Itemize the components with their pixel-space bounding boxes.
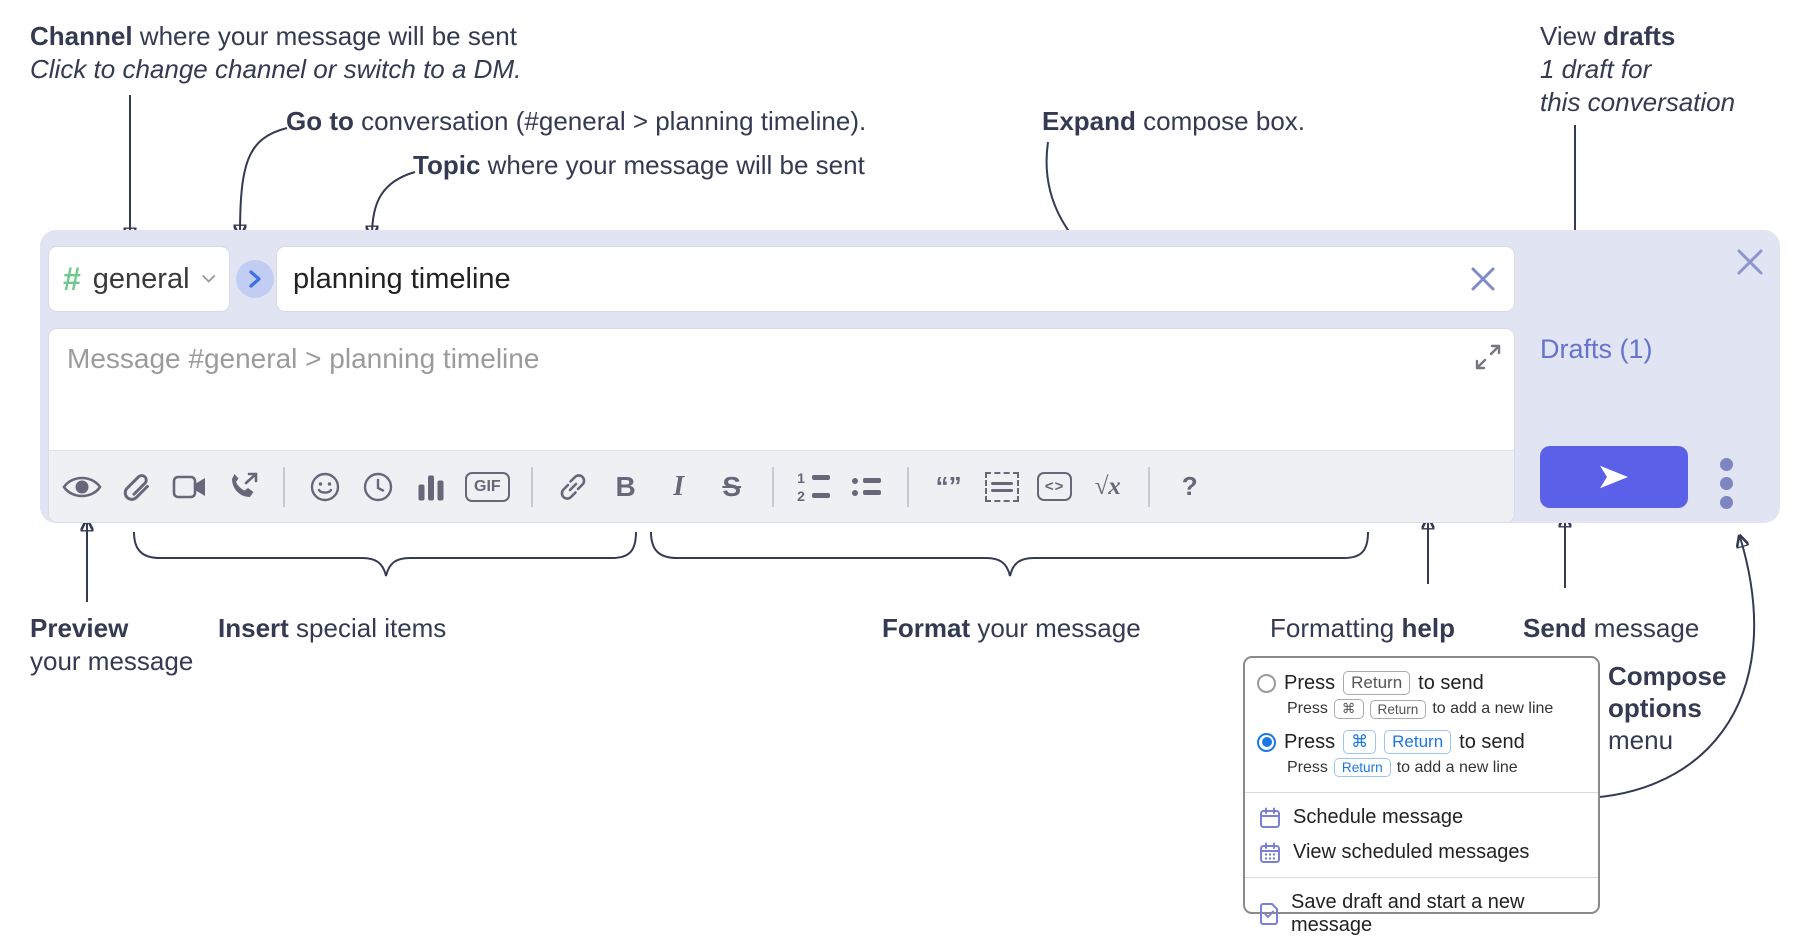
annotation-goto: Go to conversation (#general > planning … <box>286 106 867 136</box>
menu-item-save-draft[interactable]: Save draft and start a new message <box>1245 885 1598 943</box>
italic-icon[interactable]: I <box>673 470 685 502</box>
message-placeholder: Message #general > planning timeline <box>67 343 540 374</box>
topic-input[interactable] <box>277 262 1466 296</box>
close-compose-icon[interactable] <box>1734 246 1766 278</box>
toolbar-divider <box>771 466 774 507</box>
preview-icon[interactable] <box>61 464 103 510</box>
return-key: Return <box>1384 730 1452 754</box>
calendar-icon <box>1260 807 1280 828</box>
return-key: Return <box>1343 671 1411 695</box>
clear-topic-icon[interactable] <box>1466 262 1500 296</box>
emoji-icon[interactable] <box>306 464 344 510</box>
channel-name: general <box>92 262 190 295</box>
annotation-preview: Preview your message <box>30 613 194 676</box>
return-key: Return <box>1369 699 1427 719</box>
annotation-topic: Topic where your message will be sent <box>413 150 865 180</box>
time-icon[interactable] <box>359 464 397 510</box>
go-to-conversation-button[interactable] <box>236 260 274 298</box>
popup-divider <box>1245 792 1598 793</box>
menu-item-view-scheduled[interactable]: View scheduled messages <box>1245 835 1598 870</box>
annotation-expand: Expand compose box. <box>1042 106 1306 136</box>
calendar-grid-icon <box>1260 842 1280 863</box>
chevron-right-icon <box>249 270 261 288</box>
topic-field <box>276 246 1515 312</box>
cmd-key: ⌘ <box>1343 730 1377 754</box>
poll-icon[interactable] <box>412 464 450 510</box>
annotation-insert: Insert special items <box>218 613 447 643</box>
math-icon[interactable]: √x <box>1094 472 1121 500</box>
draft-check-icon <box>1260 903 1278 925</box>
drafts-link[interactable]: Drafts (1) <box>1540 334 1653 364</box>
link-icon[interactable] <box>554 464 592 510</box>
brace-format <box>650 531 1369 577</box>
expand-compose-icon[interactable] <box>1474 343 1502 371</box>
annotation-compose-options: Compose options menu <box>1608 661 1727 755</box>
message-formatting-help-icon[interactable]: ? <box>1181 471 1198 501</box>
channel-selector[interactable]: # general <box>48 246 230 312</box>
message-box[interactable]: Message #general > planning timeline <box>48 328 1515 523</box>
video-call-icon[interactable] <box>171 464 209 510</box>
toolbar-divider <box>1147 466 1150 507</box>
toolbar-divider <box>906 466 909 507</box>
bulleted-list-icon[interactable] <box>848 464 886 510</box>
connector-topic <box>372 171 416 236</box>
send-icon <box>1600 465 1628 489</box>
return-key: Return <box>1333 758 1391 777</box>
annotation-drafts: View drafts 1 draft for this conversatio… <box>1540 21 1736 117</box>
send-button[interactable] <box>1540 446 1688 508</box>
send-option-cmd-return[interactable]: Press ⌘ Return to send Press Return to a… <box>1245 727 1598 785</box>
bold-icon[interactable]: B <box>615 470 636 502</box>
brace-insert <box>133 531 637 577</box>
strikethrough-icon[interactable]: S <box>722 470 742 502</box>
compose-options-popup: Press Return to send Press ⌘ Return to a… <box>1243 656 1600 936</box>
annotation-formatting-help: Formatting help <box>1270 613 1455 643</box>
popup-divider <box>1245 877 1598 878</box>
menu-item-schedule-message[interactable]: Schedule message <box>1245 800 1598 835</box>
radio-unselected[interactable] <box>1257 673 1276 693</box>
toolbar-divider <box>283 466 285 507</box>
cmd-key: ⌘ <box>1333 699 1364 719</box>
compose-options-menu-button[interactable] <box>1720 458 1733 509</box>
quote-icon[interactable]: “” <box>935 471 962 501</box>
code-icon[interactable]: <> <box>1036 464 1074 510</box>
numbered-list-icon[interactable]: 1 2 <box>795 464 833 510</box>
annotation-send: Send message <box>1523 613 1700 643</box>
toolbar-divider <box>530 466 533 507</box>
spoiler-icon[interactable] <box>983 464 1021 510</box>
compose-box: # general Message #general > planning ti… <box>40 230 1780 523</box>
send-option-return[interactable]: Press Return to send Press ⌘ Return to a… <box>1245 668 1598 727</box>
hash-channel-icon: # <box>63 260 81 297</box>
attach-file-icon[interactable] <box>118 464 156 510</box>
annotation-channel: Channel where your message will be sent … <box>30 21 522 84</box>
connector-goto <box>240 127 288 235</box>
voice-call-icon[interactable] <box>224 464 262 510</box>
compose-toolbar: GIF B I S 1 2 <box>49 450 1514 522</box>
annotation-format: Format your message <box>882 613 1141 643</box>
chevron-down-icon <box>201 275 215 283</box>
gif-icon[interactable]: GIF <box>465 464 510 510</box>
radio-selected[interactable] <box>1257 732 1276 752</box>
